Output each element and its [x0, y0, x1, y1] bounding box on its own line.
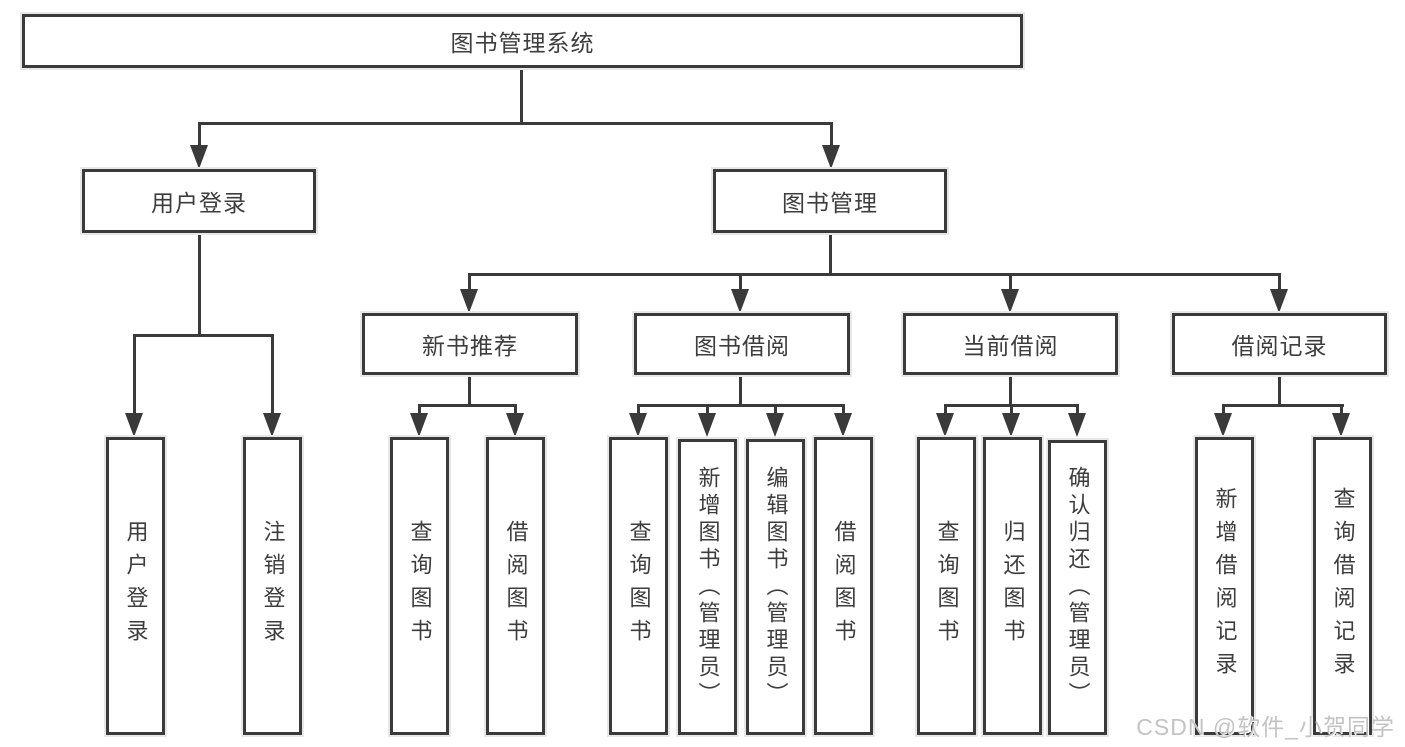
leaf-edit-book-admin: 编辑图书（管理员）	[746, 439, 805, 735]
connector-line	[706, 404, 709, 416]
leaf-query-book-borrow: 查询图书	[609, 437, 668, 735]
connector-line	[198, 233, 201, 337]
connector-arrow	[1002, 413, 1020, 437]
connector-arrow	[1001, 289, 1019, 313]
leaf-query-borrow-record: 查询借阅记录	[1313, 437, 1372, 735]
connector-arrow	[190, 145, 208, 169]
connector-arrow	[1214, 413, 1232, 437]
connector-line	[1009, 273, 1012, 291]
connector-line	[1340, 404, 1343, 416]
connector-line	[133, 334, 274, 337]
watermark-csdn: CSDN @软件_小贺同学	[1136, 714, 1395, 740]
connector-line	[1076, 404, 1079, 416]
leaf-return-book: 归还图书	[983, 437, 1042, 735]
connector-line	[739, 375, 742, 407]
connector-arrow	[460, 289, 478, 313]
connector-arrow	[731, 289, 749, 313]
leaf-add-borrow-record: 新增借阅记录	[1195, 437, 1254, 735]
connector-line	[774, 404, 777, 416]
leaf-borrow-book-recommend: 借阅图书	[486, 437, 545, 735]
leaf-confirm-return-admin: 确认归还（管理员）	[1048, 440, 1107, 735]
node-borrow-records: 借阅记录	[1172, 313, 1387, 375]
connector-arrow	[1068, 413, 1086, 437]
leaf-add-book-admin: 新增图书（管理员）	[678, 439, 737, 735]
connector-arrow	[936, 413, 954, 437]
connector-line	[1278, 273, 1281, 291]
connector-arrow	[822, 145, 840, 169]
connector-arrow	[125, 413, 143, 437]
connector-arrow	[1270, 289, 1288, 313]
connector-line	[637, 404, 845, 407]
connector-line	[198, 122, 833, 125]
connector-line	[468, 273, 1281, 276]
connector-line	[1222, 404, 1225, 416]
connector-arrow	[410, 413, 428, 437]
connector-line	[830, 122, 833, 147]
connector-line	[418, 404, 421, 416]
leaf-query-book-current: 查询图书	[917, 437, 976, 735]
connector-line	[133, 334, 136, 415]
connector-line	[468, 273, 471, 291]
node-book-borrow: 图书借阅	[634, 313, 850, 375]
node-root-library-system: 图书管理系统	[22, 14, 1023, 68]
connector-arrow	[506, 413, 524, 437]
connector-arrow	[766, 413, 784, 437]
connector-line	[1222, 404, 1344, 407]
connector-line	[1010, 404, 1013, 416]
connector-line	[1009, 375, 1012, 407]
leaf-logout: 注销登录	[243, 437, 302, 735]
leaf-user-login: 用户登录	[106, 437, 165, 735]
connector-line	[418, 404, 517, 407]
connector-line	[637, 404, 640, 416]
connector-arrow	[263, 413, 281, 437]
connector-line	[271, 334, 274, 415]
connector-arrow	[629, 413, 647, 437]
connector-arrow	[698, 413, 716, 437]
connector-line	[520, 68, 523, 122]
node-new-book-recommend: 新书推荐	[362, 313, 578, 375]
leaf-query-book-recommend: 查询图书	[390, 437, 449, 735]
connector-line	[944, 404, 947, 416]
node-user-login: 用户登录	[82, 169, 316, 233]
connector-line	[1278, 375, 1281, 407]
connector-line	[829, 233, 832, 276]
connector-line	[468, 375, 471, 407]
connector-line	[198, 122, 201, 147]
connector-line	[739, 273, 742, 291]
leaf-borrow-book: 借阅图书	[814, 437, 873, 735]
connector-line	[842, 404, 845, 416]
connector-arrow	[1332, 413, 1350, 437]
node-book-management: 图书管理	[713, 169, 947, 233]
connector-line	[514, 404, 517, 416]
node-current-borrow: 当前借阅	[903, 313, 1118, 375]
connector-arrow	[834, 413, 852, 437]
